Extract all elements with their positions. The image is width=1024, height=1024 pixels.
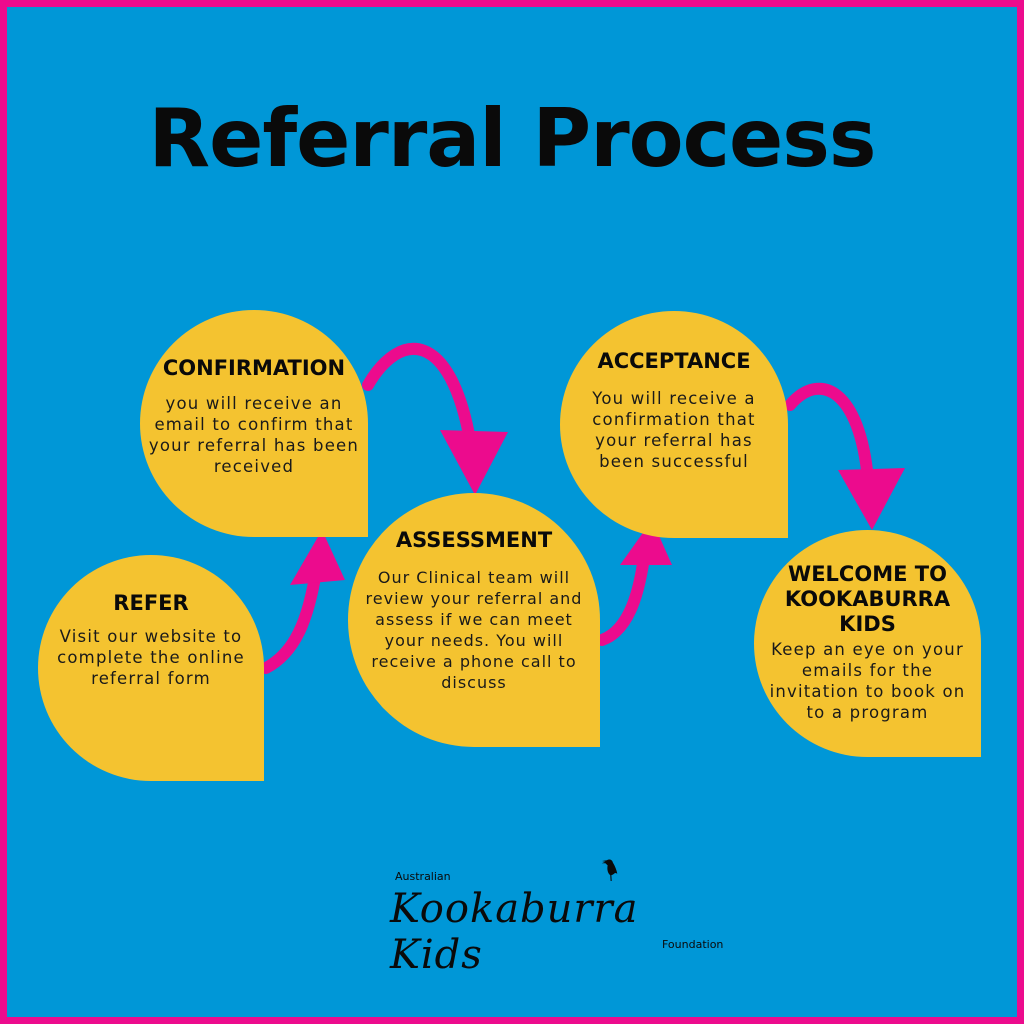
step-text: Keep an eye on your emails for the invit… [769,640,966,722]
step-text: Visit our website to complete the online… [57,627,245,688]
step-welcome: WELCOME TO KOOKABURRA KIDS Keep an eye o… [754,530,981,757]
arrowhead-icon [620,520,672,565]
arrowhead-icon [838,468,905,530]
kookaburra-bird-icon [601,859,618,882]
step-text: you will receive an email to confirm tha… [148,394,360,476]
step-confirmation: CONFIRMATION you will receive an email t… [140,310,368,537]
step-text: Our Clinical team will review your refer… [365,568,583,692]
arrow-acceptance-to-welcome [784,382,874,486]
step-title: ASSESSMENT [395,528,553,552]
arrowhead-icon [440,430,508,495]
step-assessment: ASSESSMENT Our Clinical team will review… [348,493,600,747]
step-refer: REFER Visit our website to complete the … [38,555,264,781]
step-title: WELCOME TO KOOKABURRA KIDS [784,562,951,636]
step-acceptance: ACCEPTANCE You will receive a confirmati… [560,311,788,538]
arrowhead-icon [290,530,345,585]
kookaburra-kids-logo: Australian Kookaburra Kids Foundation [388,858,738,978]
step-title: REFER [113,591,189,615]
step-text: You will receive a confirmation that you… [592,389,756,471]
logo-bottom: Foundation [662,938,724,951]
logo-top: Australian [395,870,451,883]
step-title: ACCEPTANCE [597,349,751,373]
page-title: Referral Process [148,92,876,185]
step-title: CONFIRMATION [162,356,346,380]
logo-main: Kookaburra Kids [390,886,639,978]
arrow-confirmation-to-assessment [362,343,476,446]
